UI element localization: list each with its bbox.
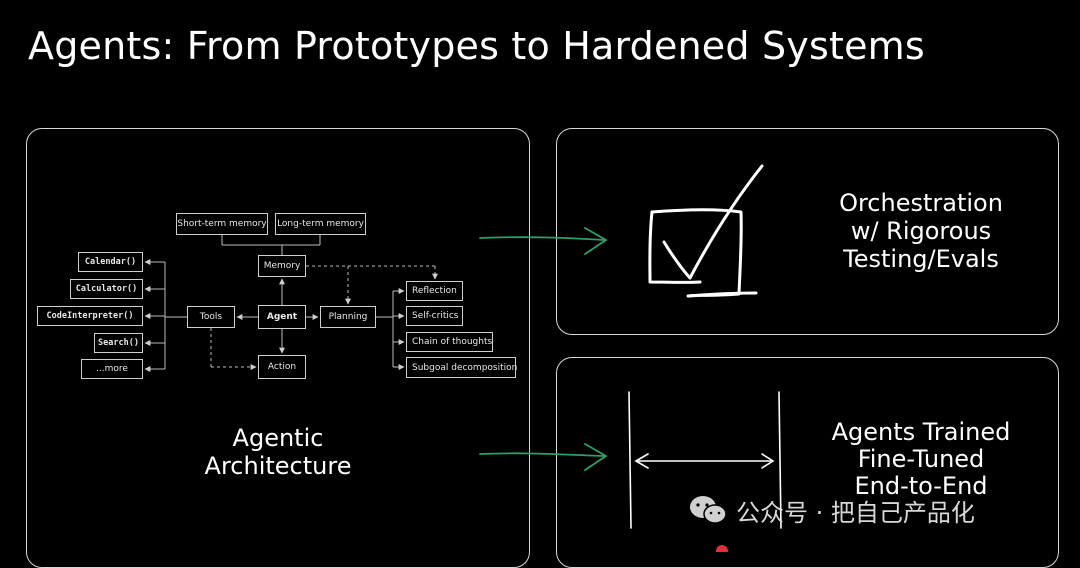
short-term-memory-box: Short-term memory xyxy=(176,213,268,235)
end-to-end-caption: Agents Trained Fine-Tuned End-to-End xyxy=(831,418,1011,500)
code-interpreter-tool-box: CodeInterpreter() xyxy=(37,306,143,326)
reflection-box: Reflection xyxy=(406,281,463,301)
agentic-architecture-caption: Agentic Architecture xyxy=(204,424,352,480)
long-term-memory-box: Long-term memory xyxy=(275,213,366,235)
self-critics-box: Self-critics xyxy=(406,306,463,326)
memory-box: Memory xyxy=(258,255,306,277)
wechat-icon xyxy=(690,496,727,524)
subgoal-decomposition-box: Subgoal decomposition xyxy=(406,357,517,378)
action-box: Action xyxy=(258,355,306,379)
watermark: 公众号 · 把自己产品化 xyxy=(688,492,975,528)
tools-box: Tools xyxy=(187,306,235,328)
watermark-text: 公众号 · 把自己产品化 xyxy=(736,498,975,527)
calendar-tool-box: Calendar() xyxy=(78,252,143,272)
more-tools-box: ...more xyxy=(81,359,143,379)
calculator-tool-box: Calculator() xyxy=(70,279,143,299)
slide-title: Agents: From Prototypes to Hardened Syst… xyxy=(28,24,925,68)
orchestration-caption: Orchestration w/ Rigorous Testing/Evals xyxy=(839,189,1003,273)
chain-of-thoughts-box: Chain of thoughts xyxy=(406,332,493,352)
orchestration-panel xyxy=(556,128,1059,335)
agent-box: Agent xyxy=(258,305,306,329)
search-tool-box: Search() xyxy=(94,333,143,353)
planning-box: Planning xyxy=(320,306,376,328)
